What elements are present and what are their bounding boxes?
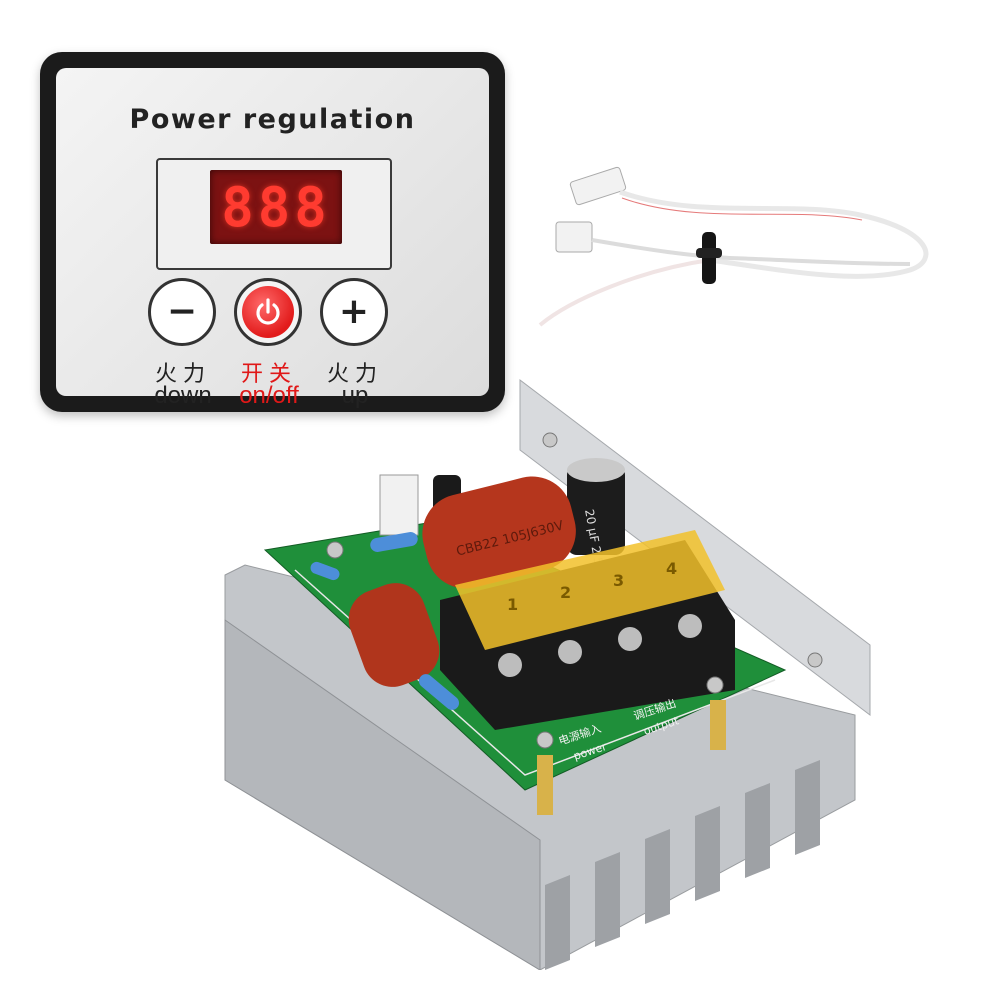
terminal-number-4: 4 [666,559,677,578]
pcb-white-connector [379,474,419,536]
onoff-label: on/off [239,382,299,409]
standoff-right [710,700,726,750]
screws [326,432,823,749]
down-label-cn: 火力 [154,362,211,387]
connector-cable [538,166,929,327]
resistors [310,532,460,710]
power-up-button[interactable]: + [320,278,388,346]
up-label: up [341,382,369,409]
dimmer-module: 20 µF 2 50V CBB22 105J630V 1 2 3 4 [224,378,871,970]
heatsink-fins [545,760,820,970]
display-frame: 888 [156,158,392,270]
up-label-cn: 火力 [326,362,383,387]
plus-icon: + [338,291,370,332]
terminal-block: 1 2 3 4 [440,530,735,730]
terminal-number-1: 1 [507,595,518,614]
down-label: down [154,382,212,409]
panel-face: Power regulation 888 − [56,68,489,409]
cable-connector-top [569,166,627,206]
control-panel: Power regulation 888 − [40,52,505,412]
cable-tie [696,232,722,284]
led-digits: 888 [221,175,331,239]
terminal-number-2: 2 [560,583,571,602]
standoff-left [537,755,553,815]
onoff-label-cn: 开关 [240,362,297,387]
film-capacitor-large: CBB22 105J630V [422,476,576,589]
film-capacitor-small [348,583,440,687]
power-down-button[interactable]: − [148,278,216,346]
power-toggle-button[interactable] [234,278,302,346]
power-icon [242,286,294,338]
minus-icon: − [166,291,198,332]
panel-title: Power regulation [129,104,416,135]
heatsink-side [224,619,541,970]
led-display: 888 [210,170,342,244]
cable-connector-bottom [555,221,593,253]
terminal-cover [455,530,725,650]
terminal-number-3: 3 [613,571,624,590]
